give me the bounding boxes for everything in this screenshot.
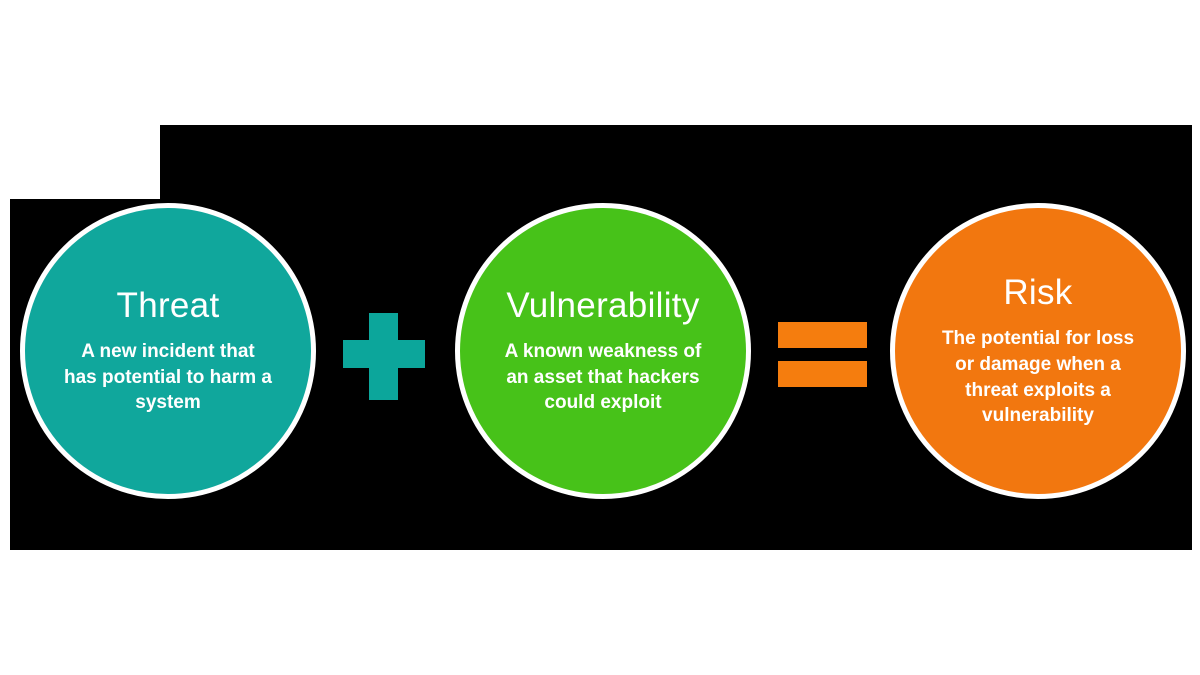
vulnerability-title: Vulnerability — [506, 286, 700, 326]
risk-text-block: Risk The potential for loss or damage wh… — [926, 273, 1151, 429]
threat-description: A new incident that has potential to har… — [64, 341, 272, 414]
plus-icon — [343, 313, 425, 400]
threat-circle: Threat A new incident that has potential… — [20, 203, 316, 499]
vulnerability-circle: Vulnerability A known weakness of an ass… — [455, 203, 751, 499]
risk-title: Risk — [1003, 273, 1073, 313]
equals-icon-bottom-bar — [778, 361, 867, 387]
equals-icon — [778, 322, 867, 387]
threat-title: Threat — [116, 286, 220, 326]
vulnerability-description: A known weakness of an asset that hacker… — [504, 341, 702, 414]
vulnerability-text-block: Vulnerability A known weakness of an ass… — [491, 286, 716, 416]
risk-circle: Risk The potential for loss or damage wh… — [890, 203, 1186, 499]
threat-text-block: Threat A new incident that has potential… — [56, 286, 281, 416]
equals-icon-top-bar — [778, 322, 867, 348]
risk-description: The potential for loss or damage when a … — [941, 328, 1135, 427]
plus-icon-vertical-bar — [369, 313, 398, 400]
